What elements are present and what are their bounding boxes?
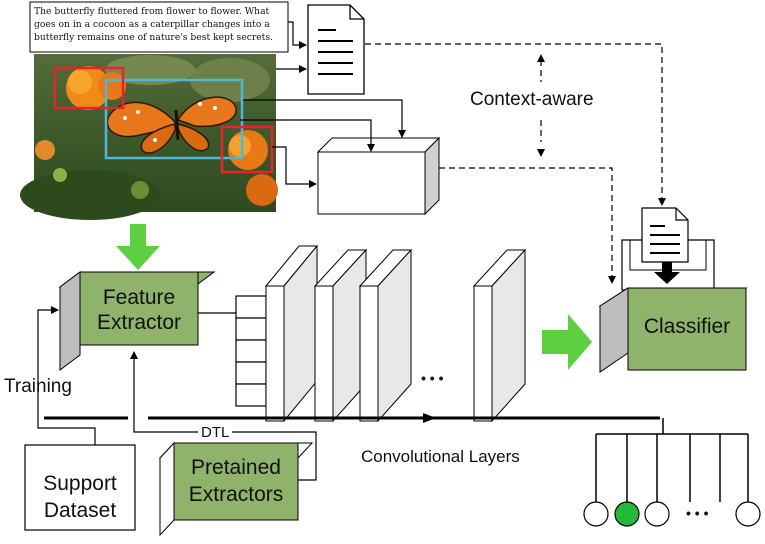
pretrained-extractors-label-line1: Pretained [191, 456, 281, 479]
convolutional-layers-label: Convolutional Layers [361, 447, 520, 466]
feature-extractor-label-line2: Extractor [96, 311, 182, 334]
output-node-1 [583, 501, 609, 527]
caption-box [29, 1, 289, 53]
output-node-last [735, 501, 761, 527]
detection-box-flower-2 [220, 125, 274, 174]
feature-extractor-label-line1: Feature [102, 286, 176, 309]
output-node-3 [644, 501, 670, 527]
detection-box-flower-1 [53, 66, 125, 110]
detection-box-butterfly [104, 78, 244, 160]
classifier-document-icon [621, 207, 715, 291]
training-label: Training [4, 376, 72, 397]
support-dataset-label: Support Dataset [25, 470, 135, 524]
green-down-arrow [116, 224, 160, 270]
pretrained-extractors-label-line2: Extractors [188, 483, 284, 506]
context-feature-block [316, 136, 441, 216]
output-tree [595, 418, 749, 502]
conv-layer-3 [358, 248, 413, 423]
pretrained-extractors-block [158, 441, 314, 537]
pretrained-extractors-label: Pretained Extractors [174, 454, 298, 508]
green-right-arrow [542, 314, 592, 370]
support-dataset-box [24, 444, 136, 531]
feature-extractor-label: Feature Extractor [80, 285, 198, 335]
support-dataset-label-line1: Support [43, 472, 117, 495]
classifier-block [598, 287, 748, 373]
feature-extractor-block [58, 271, 216, 371]
down-arrow-icon [654, 262, 680, 284]
nodes-ellipsis: • • • [686, 505, 709, 521]
document-icon [307, 4, 365, 95]
dtl-label: DTL [198, 424, 233, 441]
input-stack [235, 295, 267, 407]
conv-layer-4 [472, 248, 527, 423]
conv-layer-1 [264, 244, 319, 423]
classifier-label: Classifier [643, 315, 731, 338]
butterfly-photo [20, 54, 278, 220]
support-dataset-label-line2: Dataset [43, 499, 117, 522]
layers-ellipsis: • • • [421, 370, 444, 386]
caption-text: The butterfly fluttered from flower to f… [34, 6, 274, 43]
conv-layer-2 [313, 248, 368, 423]
output-node-selected [614, 501, 640, 527]
context-aware-label: Context-aware [470, 89, 594, 110]
